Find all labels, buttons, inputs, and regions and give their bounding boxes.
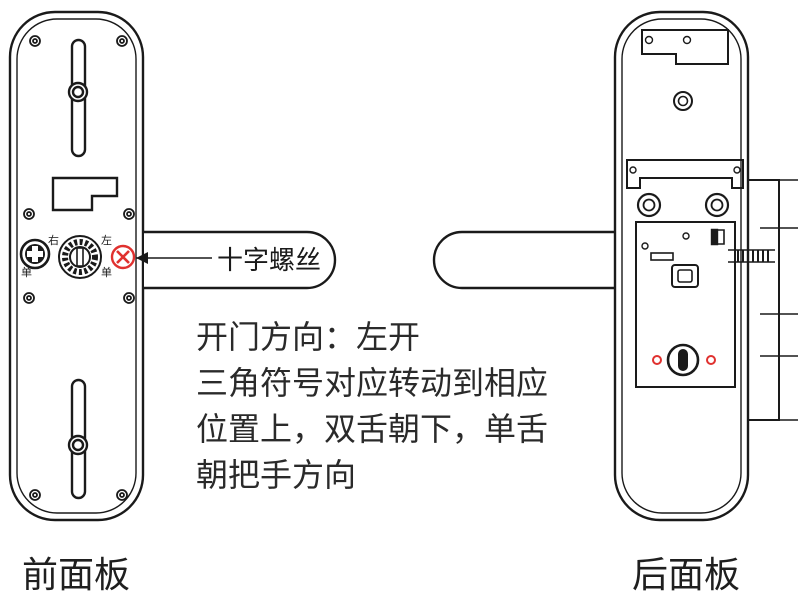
x-mark-circle-icon bbox=[110, 244, 136, 270]
front-lower-slot bbox=[67, 378, 89, 500]
back-bracket-screw-icons bbox=[636, 192, 730, 218]
back-spring bbox=[728, 249, 775, 263]
instruction-line-3: 位置上，双舌朝下，单舌 bbox=[196, 410, 549, 448]
mark-single-right-label: 单 bbox=[101, 266, 112, 279]
mark-left-label: 左 bbox=[101, 234, 112, 247]
back-small-slot bbox=[650, 252, 674, 261]
mark-right-label: 右 bbox=[48, 233, 59, 247]
arrow-left-icon bbox=[136, 252, 212, 264]
back-top-screw-icon bbox=[673, 91, 693, 111]
instructions: 开门方向：左开 三角符号对应转动到相应 位置上，双舌朝下，单舌 朝把手方向 bbox=[196, 314, 548, 498]
front-panel-caption: 前面板 bbox=[22, 555, 131, 596]
back-panel-inner-outline bbox=[621, 18, 742, 514]
instruction-line-4: 朝把手方向 bbox=[196, 456, 357, 494]
front-handle bbox=[144, 230, 337, 290]
back-panel-caption: 后面板 bbox=[632, 555, 741, 596]
back-panel bbox=[613, 10, 798, 522]
front-gear-knob bbox=[58, 235, 102, 279]
front-panel bbox=[8, 10, 145, 522]
back-top-compartment bbox=[641, 29, 729, 65]
cross-screw-label: 十字螺丝 bbox=[217, 246, 321, 276]
back-cylinder bbox=[666, 343, 700, 377]
mark-single-left-label: 单 bbox=[21, 266, 32, 279]
instruction-line-1: 开门方向：左开 bbox=[196, 318, 421, 356]
front-upper-slot bbox=[67, 38, 89, 158]
front-panel-outline bbox=[8, 10, 145, 522]
back-thumb-turn-base bbox=[671, 264, 699, 288]
front-screw-icons bbox=[23, 35, 135, 501]
back-mechanism-plate bbox=[635, 221, 736, 388]
front-cutout bbox=[51, 176, 119, 212]
front-left-knob bbox=[19, 238, 51, 270]
back-bracket bbox=[626, 159, 744, 189]
back-red-marks bbox=[652, 355, 716, 365]
instruction-line-2: 三角符号对应转动到相应 bbox=[196, 364, 549, 402]
back-handle bbox=[432, 230, 634, 290]
front-panel-inner-outline bbox=[16, 18, 137, 514]
